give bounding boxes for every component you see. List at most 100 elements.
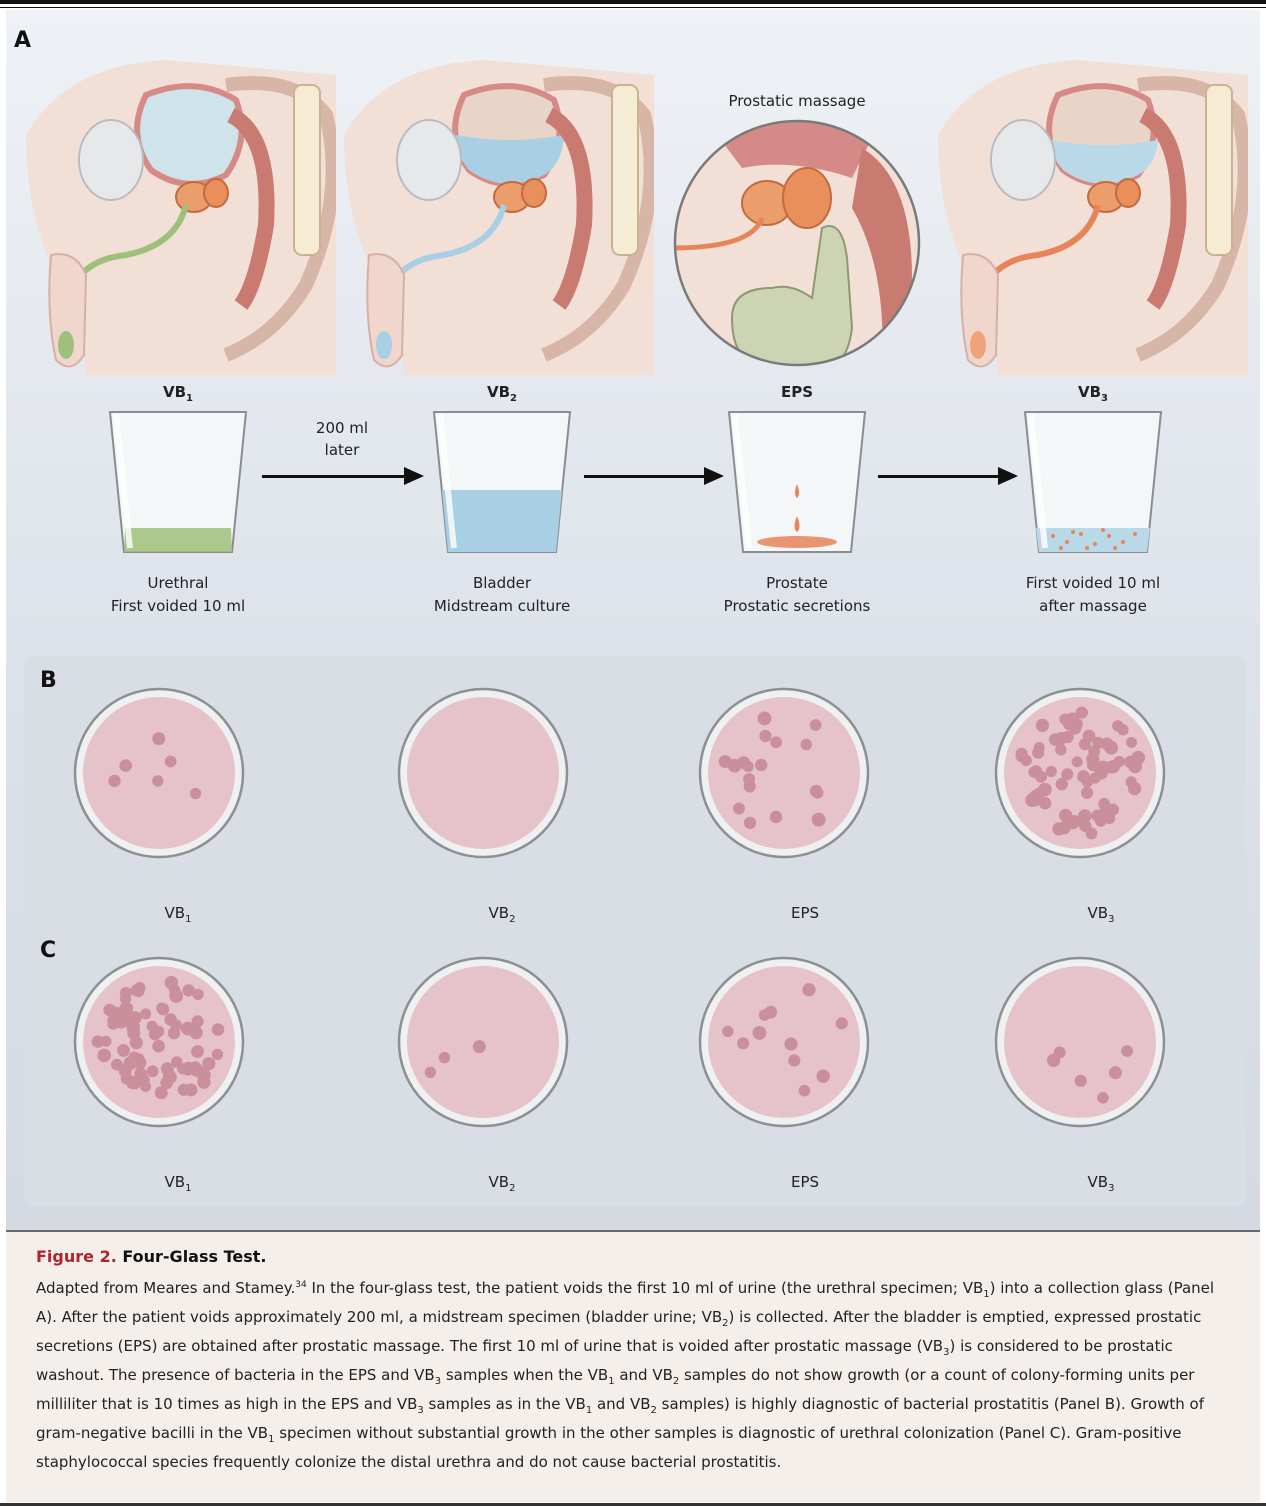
bacterial-colony	[1077, 770, 1090, 783]
bacterial-colony	[733, 803, 745, 815]
bacterial-colony	[108, 775, 120, 787]
bacterial-colony	[755, 759, 767, 771]
bacterial-colony	[770, 811, 782, 823]
bacterial-colony	[1038, 783, 1052, 797]
bacterial-colony	[212, 1049, 223, 1060]
bacterial-colony	[1126, 737, 1137, 748]
petri-dish-c-eps	[697, 955, 871, 1129]
plate-label-c-vb2: VB2	[442, 1173, 562, 1194]
bacterial-colony	[802, 983, 815, 996]
bacterial-colony	[473, 1040, 486, 1053]
bacterial-colony	[1095, 766, 1106, 777]
figure-title-text: Four-Glass Test.	[122, 1247, 266, 1266]
plate-label-b-vb3: VB3	[1041, 904, 1161, 925]
bacterial-colony	[758, 712, 772, 726]
bacterial-colony	[759, 730, 771, 742]
bacterial-colony	[1059, 809, 1072, 822]
plate-label-b-vb2: VB2	[442, 904, 562, 925]
figure-title: Figure 2. Four-Glass Test.	[36, 1247, 266, 1266]
bacterial-colony	[799, 1085, 811, 1097]
massage-inset	[672, 118, 922, 368]
petri-dish-c-vb3	[993, 955, 1167, 1129]
bacterial-colony	[719, 755, 732, 768]
bacterial-colony	[1069, 722, 1081, 734]
bacterial-colony	[130, 1036, 143, 1049]
bacterial-colony	[1091, 810, 1103, 822]
panel-b-label: B	[40, 668, 57, 693]
massage-title: Prostatic massage	[672, 92, 922, 110]
bacterial-colony	[1030, 765, 1042, 777]
bacterial-colony	[439, 1052, 450, 1063]
bacterial-colony	[836, 1017, 848, 1029]
bacterial-colony	[149, 1028, 161, 1040]
bacterial-colony	[191, 1045, 204, 1058]
bacterial-colony	[1114, 756, 1125, 767]
bacterial-colony	[101, 1036, 112, 1047]
bacterial-colony	[764, 1006, 777, 1019]
bacterial-colony	[152, 775, 163, 786]
bacterial-colony	[1083, 730, 1096, 743]
bacterial-colony	[190, 788, 201, 799]
bacterial-colony	[812, 813, 826, 827]
bacterial-colony	[152, 1040, 165, 1053]
bacterial-colony	[1112, 720, 1123, 731]
petri-dish-c-vb2	[396, 955, 570, 1129]
bacterial-colony	[128, 1011, 141, 1024]
bacterial-colony	[1128, 782, 1141, 795]
anatomy-scene-vb2	[344, 55, 654, 375]
collection-cup-vb1	[108, 408, 248, 556]
bacterial-colony	[817, 1070, 830, 1083]
bacterial-colony	[801, 739, 813, 751]
plate-label-c-eps: EPS	[745, 1173, 865, 1191]
bacterial-colony	[1058, 821, 1071, 834]
bacterial-colony	[140, 1008, 151, 1019]
bacterial-colony	[165, 976, 178, 989]
bacterial-colony	[784, 1037, 797, 1050]
bacterial-colony	[788, 1054, 800, 1066]
bacterial-colony	[810, 719, 822, 731]
anatomy-scene-vb3	[938, 55, 1248, 375]
bacterial-colony	[140, 1081, 151, 1092]
bacterial-colony	[1104, 813, 1115, 824]
bacterial-colony	[107, 1018, 119, 1030]
plate-label-c-vb3: VB3	[1041, 1173, 1161, 1194]
bacterial-colony	[132, 984, 145, 997]
bacterial-colony	[181, 1022, 195, 1036]
bacterial-colony	[185, 1083, 198, 1096]
bacterial-colony	[117, 1044, 130, 1057]
figure-caption-body: Adapted from Meares and Stamey.34 In the…	[36, 1274, 1236, 1473]
bacterial-colony	[744, 780, 756, 792]
caption-eps: ProstateProstatic secretions	[677, 572, 917, 618]
anatomy-scene-vb1	[26, 55, 336, 375]
petri-dish-b-vb3	[993, 686, 1167, 860]
plate-label-b-vb1: VB1	[118, 904, 238, 925]
bacterial-colony	[164, 1013, 177, 1026]
petri-dish-b-eps	[697, 686, 871, 860]
top-rule-thin	[0, 7, 1266, 8]
bacterial-colony	[743, 761, 754, 772]
bacterial-colony	[152, 732, 165, 745]
panel-a-label: A	[14, 28, 31, 53]
arrow-vb2-to-eps	[584, 475, 720, 478]
bacterial-colony	[1128, 760, 1142, 774]
bacterial-colony	[744, 817, 756, 829]
arrow-vb1-to-vb2	[262, 475, 420, 478]
bacterial-colony	[1086, 828, 1098, 840]
bacterial-colony	[212, 1023, 225, 1036]
bacterial-colony	[1097, 1092, 1109, 1104]
bacterial-colony	[111, 1059, 123, 1071]
bacterial-colony	[1036, 719, 1049, 732]
sample-header-vb1: VB1	[118, 383, 238, 404]
bacterial-colony	[120, 993, 131, 1004]
bacterial-colony	[123, 1056, 137, 1070]
petri-dish-b-vb2	[396, 686, 570, 860]
top-rule	[0, 0, 1266, 4]
bacterial-colony	[160, 1077, 173, 1090]
bacterial-colony	[425, 1067, 436, 1078]
bacterial-colony	[1109, 1066, 1122, 1079]
bacterial-colony	[753, 1026, 767, 1040]
bacterial-colony	[1101, 738, 1114, 751]
bacterial-colony	[181, 1062, 195, 1076]
bacterial-colony	[737, 1037, 749, 1049]
